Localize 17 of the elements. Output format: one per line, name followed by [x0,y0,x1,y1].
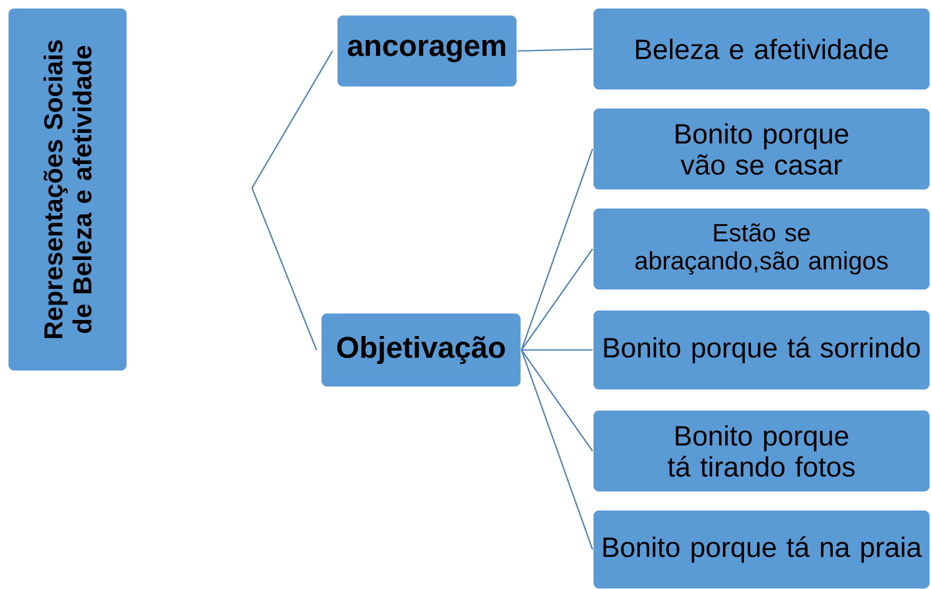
connector-line [518,48,593,52]
response-box: Bonito porque vão se casar [592,108,931,190]
connector-line [520,148,594,350]
category-box: Objetivação [320,312,522,388]
connector-line [251,188,318,350]
connector-line [520,350,594,452]
category-box: ancoragem [336,14,518,88]
connector-line [522,349,592,351]
connector-line [520,248,594,350]
response-box: Bonito porque tá sorrindo [592,310,931,390]
response-box: Beleza e afetividade [592,8,931,90]
title-box: Representações Sociais de Beleza e afetividade [8,8,128,372]
connector-line [520,350,594,550]
response-box: Bonito porque tá na praia [592,510,931,589]
connector-line [251,50,334,188]
response-box: Estão se abraçando,são amigos [592,208,931,290]
response-box: Bonito porque tá tirando fotos [592,410,931,492]
